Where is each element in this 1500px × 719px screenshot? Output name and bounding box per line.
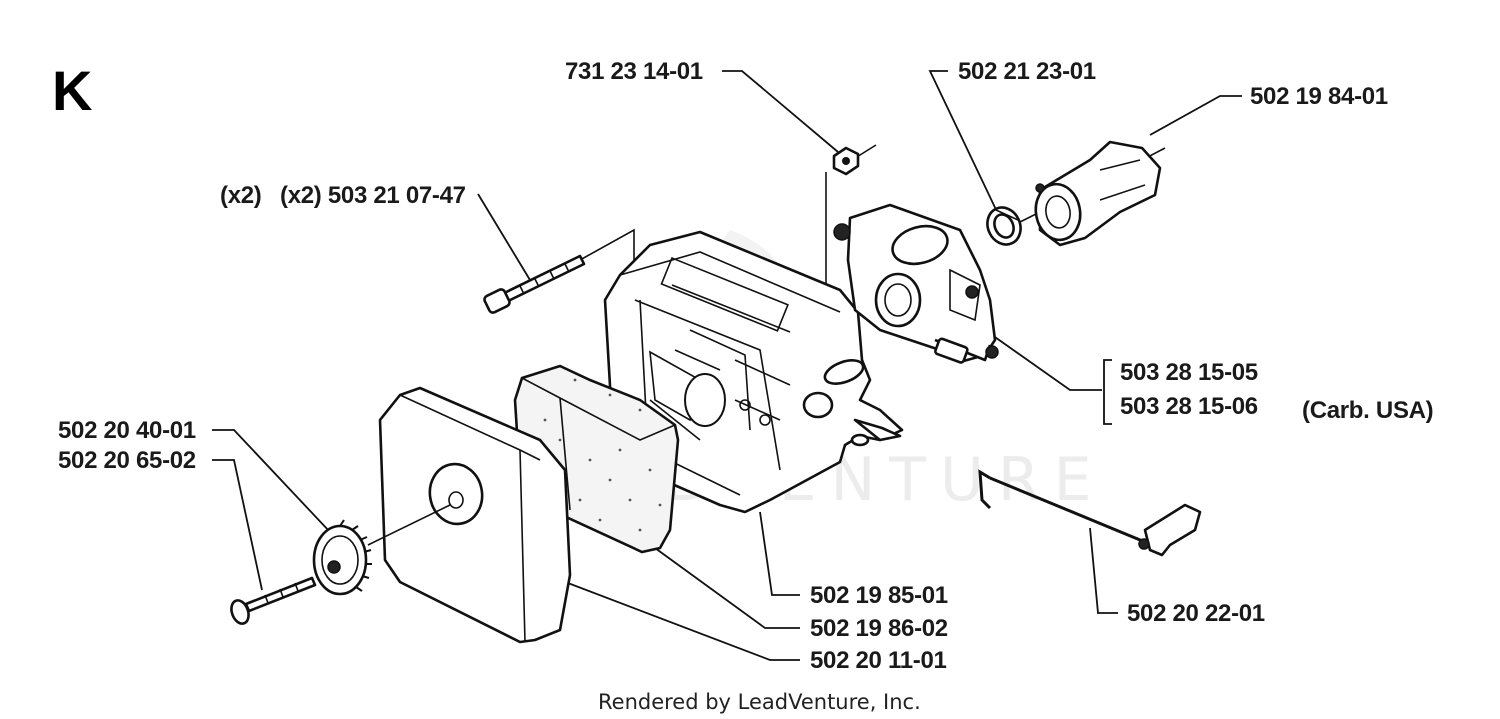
- label-gasket: 502 21 23-01: [958, 58, 1096, 85]
- choke-rod-part: [978, 469, 1202, 557]
- leader-housing: [759, 511, 800, 596]
- leader-rod: [1089, 527, 1118, 614]
- carburetor-part: [833, 203, 999, 364]
- label-knob-b: 502 20 65-02: [58, 447, 196, 474]
- foam-texture: [533, 378, 662, 532]
- gasket-part: [986, 206, 1022, 246]
- leader-knob-b: [212, 459, 263, 591]
- label-screw: (x2) 503 21 07-47: [280, 182, 466, 209]
- label-screw-qty: (x2): [220, 182, 261, 209]
- section-letter: K: [52, 59, 92, 122]
- leader-nut: [722, 70, 839, 153]
- filter-cover-part: [367, 386, 572, 644]
- label-knob-a: 502 20 40-01: [58, 417, 196, 444]
- leader-lines: [212, 70, 1242, 661]
- label-nut: 731 23 14-01: [565, 58, 703, 85]
- leader-screw: [477, 193, 531, 281]
- label-rod: 502 20 22-01: [1127, 600, 1265, 627]
- leader-carb: [984, 329, 1102, 391]
- leader-cover: [559, 579, 800, 661]
- intake-part: [1034, 140, 1162, 247]
- leader-intake: [1149, 95, 1242, 136]
- knob-part: [312, 519, 372, 596]
- label-cover: 502 20 11-01: [810, 647, 947, 674]
- part-labels: (x2) (x2) 503 21 07-47 731 23 14-01 502 …: [58, 58, 1434, 674]
- label-intake: 502 19 84-01: [1250, 83, 1388, 110]
- nut-part: [832, 146, 860, 176]
- knob-screw-part: [230, 576, 317, 625]
- screw-part: [483, 254, 586, 314]
- label-carb-b: 503 28 15-06: [1120, 393, 1258, 420]
- credit-text: Rendered by LeadVenture, Inc.: [598, 690, 921, 714]
- carb-bracket: [1103, 359, 1112, 425]
- leader-knob-a: [212, 429, 331, 533]
- label-filter: 502 19 86-02: [810, 615, 948, 642]
- label-housing: 502 19 85-01: [810, 582, 948, 609]
- label-carb-a: 503 28 15-05: [1120, 359, 1258, 386]
- label-carb-note: (Carb. USA): [1302, 397, 1433, 424]
- leader-gasket: [928, 70, 1001, 219]
- leader-filter: [654, 547, 800, 629]
